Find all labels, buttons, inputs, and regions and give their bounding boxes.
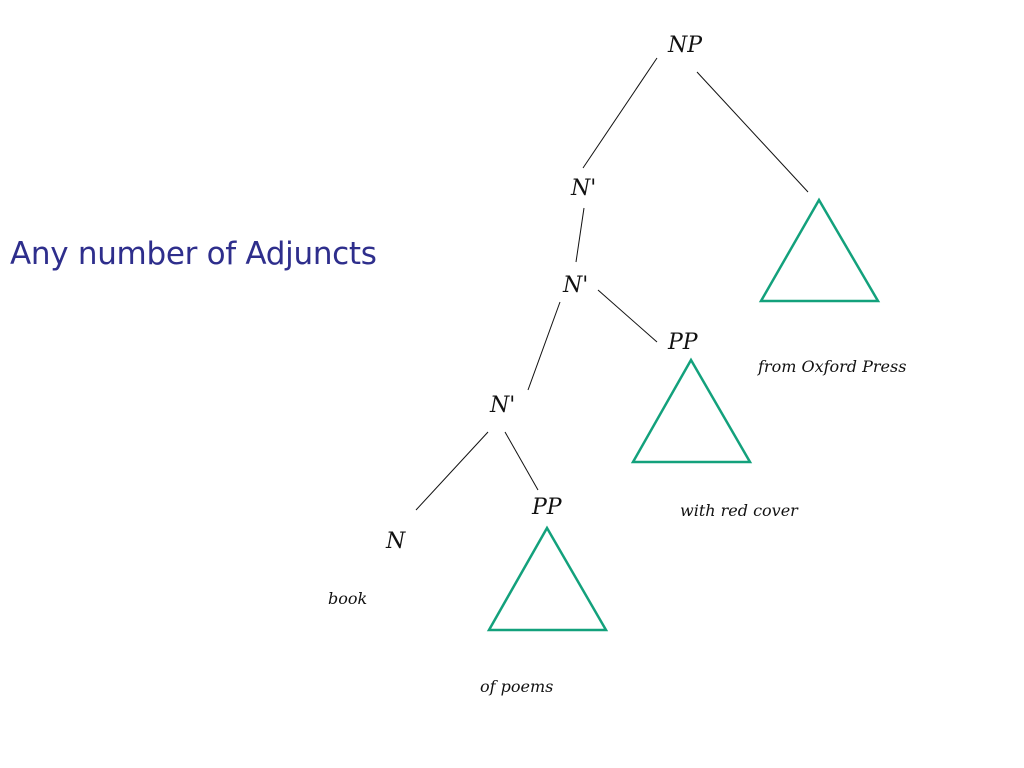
slide-title: Any number of Adjuncts — [10, 236, 377, 272]
branch-np-triangle — [696, 71, 809, 193]
node-pp-2: PP — [667, 330, 699, 355]
node-nbar-top: N' — [570, 176, 596, 201]
node-n: N — [385, 529, 406, 554]
phrase-of-poems: of poems — [480, 677, 553, 696]
triangle-pp-1 — [486, 525, 609, 632]
branch-np-nbar-top — [582, 57, 658, 169]
node-pp-1: PP — [531, 495, 563, 520]
branch-nbar-low-pp-1 — [504, 431, 539, 491]
branch-nbar-low-n — [415, 431, 489, 511]
triangle-pp-3 — [758, 197, 881, 303]
branch-nbar-top-nbar-mid — [575, 207, 585, 263]
branch-nbar-mid-nbar-low — [527, 301, 561, 391]
triangle-pp-2 — [630, 357, 753, 464]
phrase-with-red-cover: with red cover — [680, 501, 799, 520]
node-np: NP — [667, 33, 703, 58]
node-nbar-mid: N' — [562, 273, 588, 298]
phrase-head-book: book — [328, 589, 367, 608]
node-nbar-low: N' — [489, 393, 515, 418]
branch-nbar-mid-pp-2 — [597, 289, 658, 343]
phrase-from-oxford-press: from Oxford Press — [757, 357, 906, 376]
